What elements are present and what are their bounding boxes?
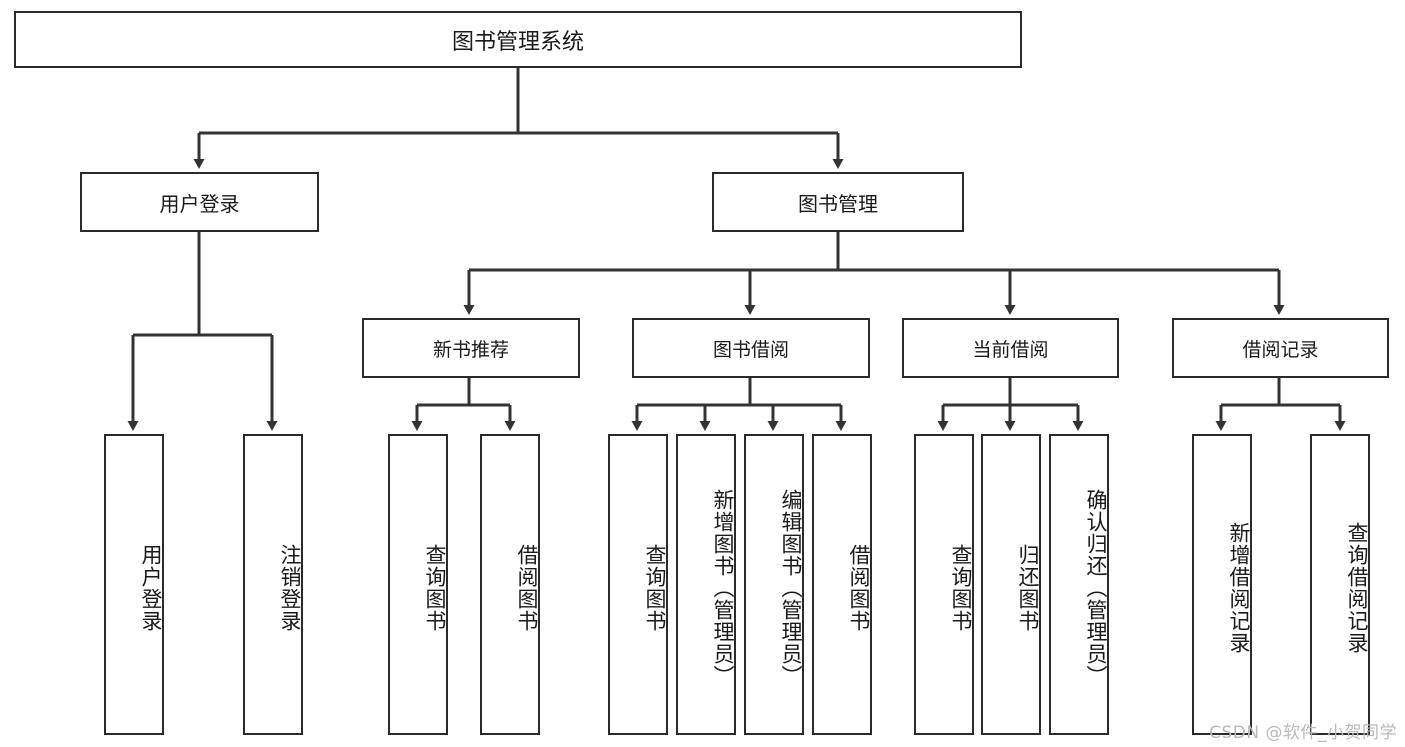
leaf-return-book[interactable]: 归还图书 [981, 434, 1041, 735]
node-current-borrow-label: 当前借阅 [972, 338, 1049, 361]
leaf-query-book-borrow-label: 查询图书 [643, 543, 667, 632]
leaf-add-book-admin-label: 新增图书（管理员） [711, 488, 735, 687]
leaf-logout-label: 注销登录 [278, 543, 302, 632]
node-book-management[interactable]: 图书管理 [712, 172, 964, 232]
leaf-borrow-book-recommend-label: 借阅图书 [515, 543, 539, 632]
leaf-query-book-recommend-label: 查询图书 [423, 543, 447, 632]
leaf-user-login-label: 用户登录 [139, 543, 163, 632]
node-book-borrow[interactable]: 图书借阅 [632, 318, 870, 378]
node-borrow-record[interactable]: 借阅记录 [1172, 318, 1389, 378]
leaf-borrow-book[interactable]: 借阅图书 [812, 434, 872, 735]
node-root[interactable]: 图书管理系统 [14, 11, 1022, 68]
node-new-book-recommend[interactable]: 新书推荐 [362, 318, 580, 378]
leaf-confirm-return-admin-label: 确认归还（管理员） [1084, 488, 1108, 687]
leaf-query-book-borrow[interactable]: 查询图书 [608, 434, 668, 735]
leaf-borrow-book-label: 借阅图书 [847, 543, 871, 632]
leaf-borrow-book-recommend[interactable]: 借阅图书 [480, 434, 540, 735]
leaf-user-login[interactable]: 用户登录 [104, 434, 164, 735]
node-book-borrow-label: 图书借阅 [712, 338, 789, 361]
leaf-add-borrow-record-label: 新增借阅记录 [1227, 521, 1251, 654]
leaf-logout[interactable]: 注销登录 [243, 434, 303, 735]
leaf-edit-book-admin[interactable]: 编辑图书（管理员） [744, 434, 804, 735]
leaf-edit-book-admin-label: 编辑图书（管理员） [779, 488, 803, 687]
node-current-borrow[interactable]: 当前借阅 [902, 318, 1119, 378]
leaf-add-borrow-record[interactable]: 新增借阅记录 [1192, 434, 1252, 735]
node-new-book-recommend-label: 新书推荐 [432, 338, 509, 361]
leaf-query-book-recommend[interactable]: 查询图书 [388, 434, 448, 735]
node-root-label: 图书管理系统 [451, 29, 584, 55]
leaf-return-book-label: 归还图书 [1016, 543, 1040, 632]
csdn-watermark: CSDN @软件_小贺同学 [1209, 723, 1397, 743]
leaf-add-book-admin[interactable]: 新增图书（管理员） [676, 434, 736, 735]
node-borrow-record-label: 借阅记录 [1242, 338, 1319, 361]
node-user-login-label: 用户登录 [159, 191, 240, 216]
leaf-query-book-current[interactable]: 查询图书 [914, 434, 974, 735]
leaf-query-book-current-label: 查询图书 [949, 543, 973, 632]
leaf-query-borrow-record[interactable]: 查询借阅记录 [1310, 434, 1370, 735]
leaf-query-borrow-record-label: 查询借阅记录 [1345, 521, 1369, 654]
node-book-management-label: 图书管理 [798, 191, 878, 216]
leaf-confirm-return-admin[interactable]: 确认归还（管理员） [1049, 434, 1109, 735]
node-user-login[interactable]: 用户登录 [80, 172, 319, 232]
